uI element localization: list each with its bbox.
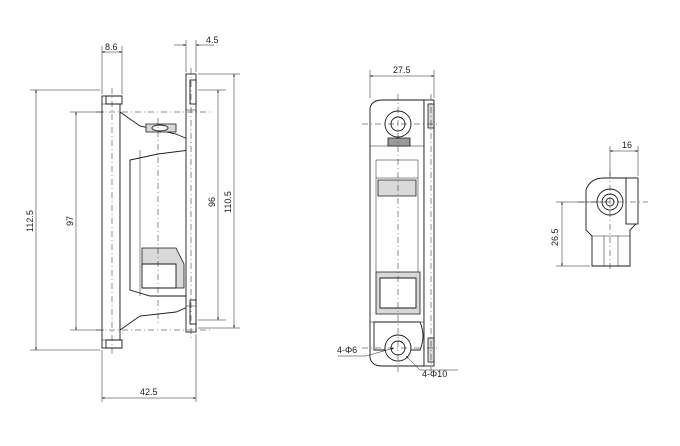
dim-42-5-label: 42.5 [140, 387, 158, 397]
dim-27-5-label: 27.5 [393, 65, 411, 75]
dim-26-5-label: 26.5 [550, 228, 560, 246]
dim-16-label: 16 [622, 140, 632, 150]
side-view: 27.5 4-Φ6 4-Φ10 [337, 65, 458, 379]
top-view: 16 26.5 [550, 140, 648, 272]
dim-16: 16 [609, 140, 639, 176]
front-view: 8.6 4.5 112.5 97 96 [25, 35, 240, 402]
dim-110-5: 110.5 [198, 73, 240, 329]
dim-26-5: 26.5 [550, 201, 606, 267]
side-hinge-body [369, 99, 435, 367]
dim-97: 97 [65, 111, 104, 331]
dim-8-6: 8.6 [101, 42, 123, 94]
label-4-phi6: 4-Φ6 [337, 345, 357, 355]
label-4-phi10: 4-Φ10 [422, 369, 447, 379]
dim-97-label: 97 [65, 216, 75, 226]
dim-112-5: 112.5 [25, 89, 100, 351]
front-hinge-body [119, 111, 191, 331]
dim-8-6-label: 8.6 [105, 42, 118, 52]
dim-96: 96 [198, 89, 226, 321]
dim-42-5: 42.5 [101, 334, 197, 402]
dim-112-5-label: 112.5 [25, 210, 35, 232]
leader-4-phi10: 4-Φ10 [405, 355, 458, 379]
dim-110-5-label: 110.5 [223, 191, 233, 213]
dim-4-5: 4.5 [174, 35, 219, 72]
leader-4-phi6: 4-Φ6 [337, 345, 395, 357]
dim-96-label: 96 [207, 197, 217, 207]
dim-4-5-label: 4.5 [206, 35, 219, 45]
top-hinge-body [585, 177, 639, 267]
dim-27-5: 27.5 [369, 65, 435, 98]
